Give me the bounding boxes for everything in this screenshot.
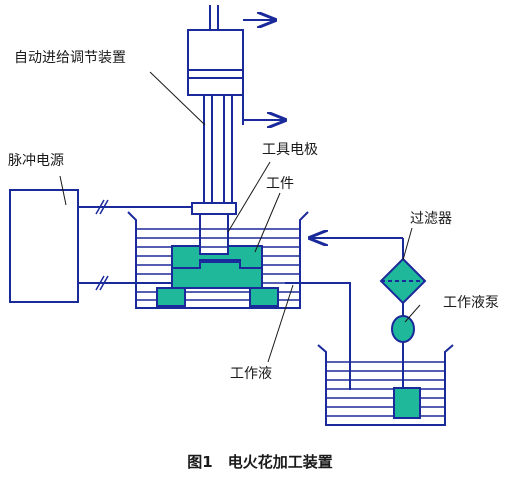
feed-device-label: 自动进给调节装置 [14, 50, 126, 66]
fluid-circuit [285, 238, 404, 390]
pump-label: 工作液泵 [443, 295, 499, 311]
filter [379, 257, 427, 305]
filter-label: 过滤器 [410, 211, 452, 227]
leader-lines [59, 71, 421, 363]
figure-caption: 图1 电火花加工装置 [187, 453, 332, 471]
pump [391, 315, 415, 343]
feed-device [187, 5, 285, 125]
working-fluid-label: 工作液 [230, 366, 272, 382]
tool-electrode-label: 工具电极 [262, 142, 318, 158]
reservoir [317, 344, 454, 426]
power-supply-label: 脉冲电源 [8, 153, 64, 169]
pulse-power-supply [9, 189, 192, 303]
workpiece [156, 245, 279, 307]
workpiece-label: 工件 [266, 176, 294, 192]
